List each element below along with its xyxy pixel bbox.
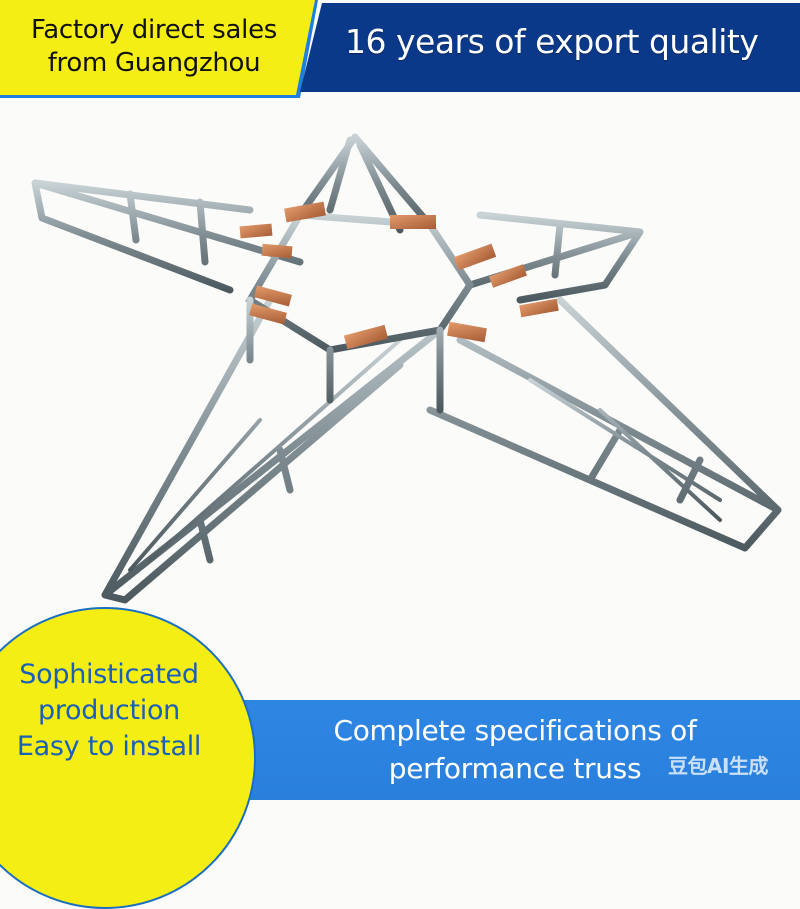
bottom-left-line-3: Easy to install: [16, 731, 202, 762]
top-right-banner: [300, 3, 800, 92]
top-left-banner-text: Factory direct sales from Guangzhou: [8, 14, 300, 80]
top-right-banner-text: 16 years of export quality: [345, 22, 759, 61]
bottom-right-banner-text: Complete specifications of performance t…: [300, 712, 730, 788]
star-truss-image: [31, 133, 782, 604]
bottom-right-line-1: Complete specifications of: [333, 714, 697, 747]
bottom-right-banner: [225, 700, 800, 800]
truss-tubes: [31, 133, 782, 604]
bottom-left-line-2: production: [38, 695, 180, 726]
ai-generated-watermark: 豆包AI生成: [668, 754, 768, 778]
bottom-left-badge-text: Sophisticated production Easy to install: [0, 657, 218, 765]
top-left-line-2: from Guangzhou: [47, 48, 261, 78]
bottom-right-line-2: performance truss: [388, 752, 642, 785]
truss-connector-plates: [239, 201, 559, 350]
top-left-banner: [0, 0, 315, 95]
bottom-left-line-1: Sophisticated: [19, 659, 199, 690]
top-left-line-1: Factory direct sales: [30, 15, 278, 45]
